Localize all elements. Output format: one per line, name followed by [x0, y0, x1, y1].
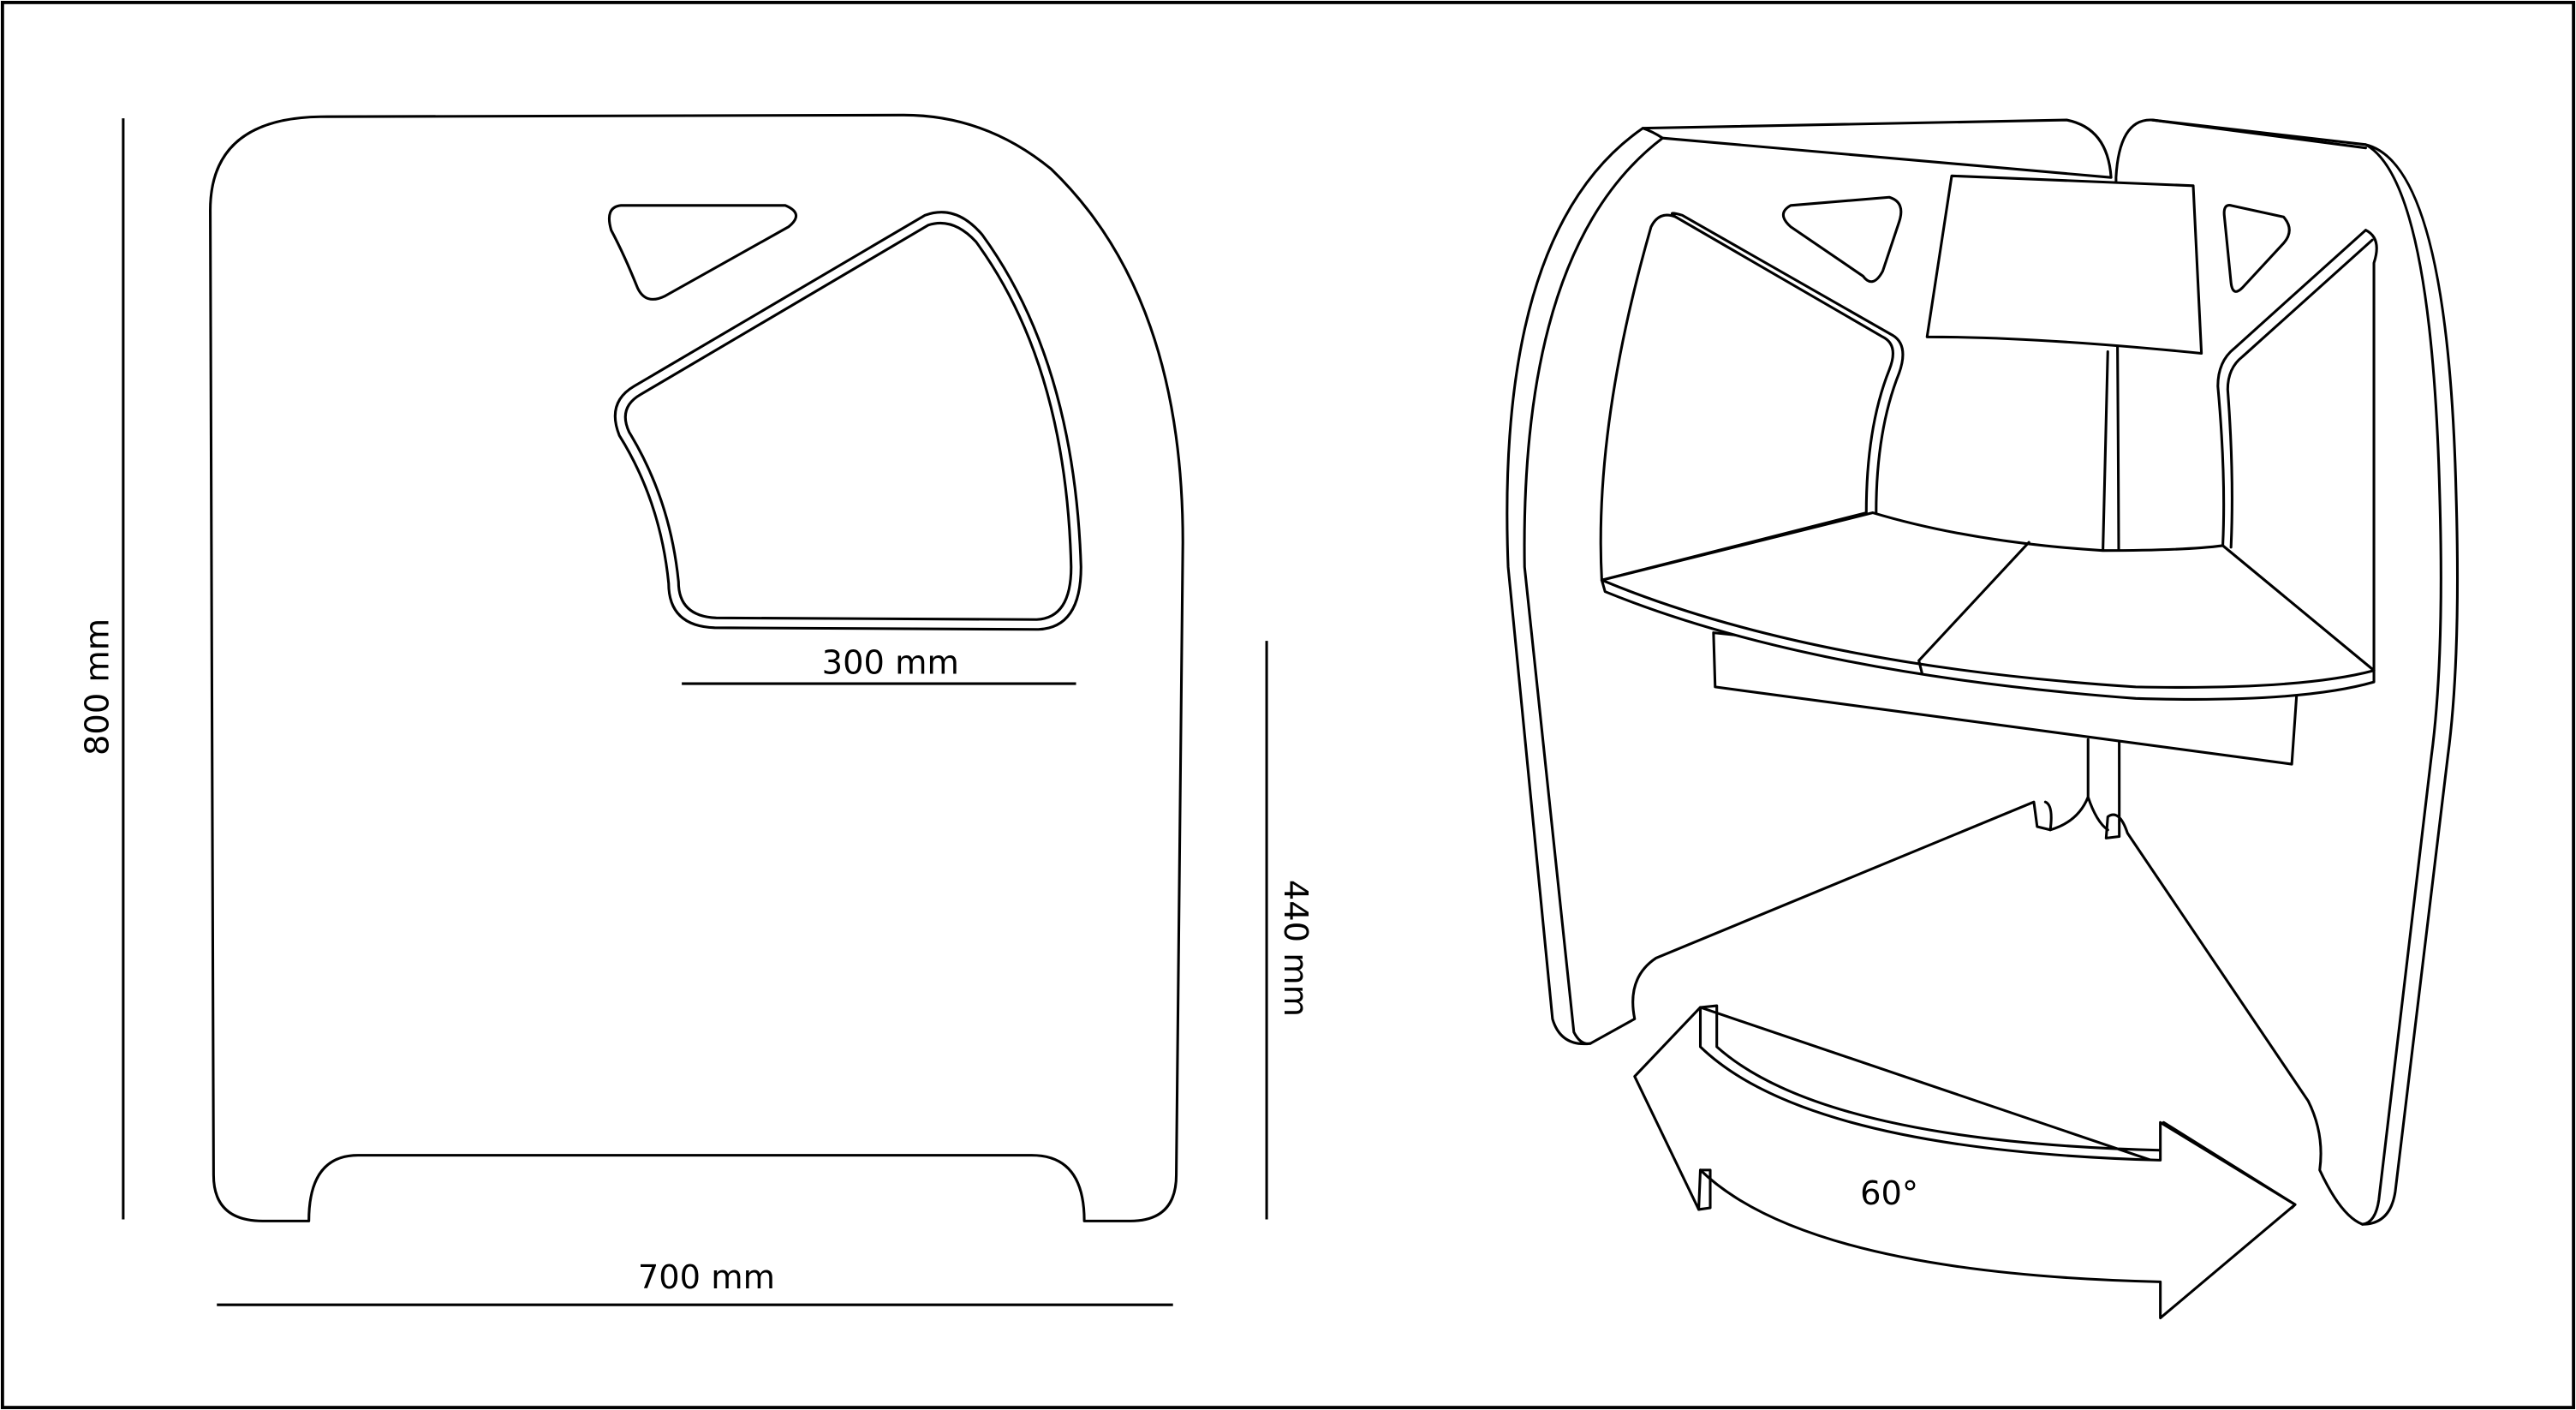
left-panel-edge	[1589, 127, 2053, 1045]
dimension-height: 800 mm	[79, 118, 125, 1220]
rotation-arrow	[1633, 1006, 2297, 1320]
opening-width-label: 300 mm	[822, 644, 959, 683]
seat-division	[1917, 541, 2030, 676]
rotation-arrow-edge	[1698, 1004, 2297, 1210]
seat-surface	[1600, 511, 2376, 689]
center-leg	[2048, 738, 2109, 832]
center-back-support	[2101, 350, 2109, 556]
left-back-panel	[1599, 213, 1894, 582]
seat-height-label: 440 mm	[1276, 880, 1315, 1017]
rotation-arrow-tail-edge	[1697, 1168, 1712, 1211]
dimension-opening-width: 300 mm	[682, 644, 1076, 685]
rotation-indicator: 60°	[1633, 1004, 2297, 1320]
left-side-panel	[1506, 118, 2113, 1046]
dimension-width: 700 mm	[217, 1258, 1173, 1306]
perspective-chair	[1506, 118, 2460, 1226]
right-panel-inner-edge	[2150, 118, 2442, 1226]
dimension-seat-height: 440 mm	[1265, 641, 1315, 1220]
right-handle-hole	[2222, 204, 2291, 293]
height-label: 800 mm	[79, 618, 117, 756]
center-back-panel	[1925, 174, 2203, 355]
width-label: 700 mm	[638, 1258, 775, 1297]
left-handle-hole	[1781, 195, 1903, 284]
rotation-angle-label: 60°	[1860, 1174, 1918, 1213]
side-view-panel	[209, 113, 1184, 1222]
side-panel-outline	[209, 113, 1184, 1222]
left-back-inner-edge	[1670, 212, 1905, 515]
seat-opening-outer	[613, 211, 1082, 631]
right-back-inner-edge	[2226, 238, 2374, 549]
seat-opening-inner	[623, 221, 1073, 621]
right-back-panel	[2216, 229, 2378, 672]
handle-hole	[607, 204, 797, 301]
